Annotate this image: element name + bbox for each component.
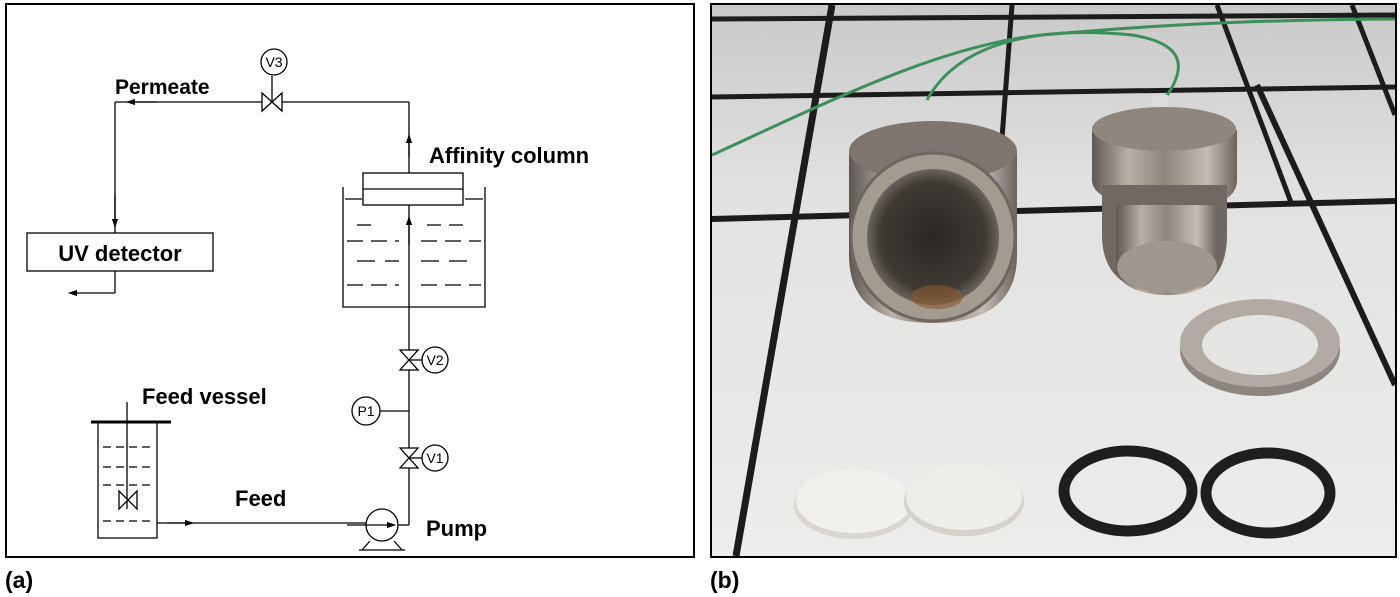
column-parts-photo bbox=[712, 5, 1395, 556]
valve-v3-icon bbox=[260, 48, 288, 113]
thermocouple-wire bbox=[925, 31, 1180, 106]
feed-vessel-label: Feed vessel bbox=[142, 384, 267, 409]
uv-detector-label: UV detector bbox=[58, 241, 182, 266]
valve-v1-icon bbox=[398, 444, 449, 472]
pressure-gauge-p1-icon bbox=[351, 396, 409, 426]
filter-disc-icon bbox=[904, 464, 1024, 536]
process-schematic: Permeate Affinity column UV detector Fee… bbox=[26, 48, 589, 551]
column-inlet-fitting-icon bbox=[1092, 95, 1237, 295]
feed-label: Feed bbox=[235, 486, 286, 511]
pressure-gauge-p1-label: P1 bbox=[357, 403, 374, 419]
valve-v2-label: V2 bbox=[426, 352, 443, 368]
schematic-panel: Permeate Affinity column UV detector Fee… bbox=[5, 3, 695, 558]
pump-icon bbox=[359, 508, 409, 551]
metal-washer-icon bbox=[1180, 299, 1340, 396]
panel-label-b: (b) bbox=[710, 567, 740, 593]
uv-detector-box bbox=[26, 232, 214, 272]
water-bath-icon bbox=[342, 187, 486, 308]
o-ring-icon bbox=[1058, 445, 1198, 537]
affinity-column-label: Affinity column bbox=[429, 143, 589, 168]
pump-label: Pump bbox=[426, 516, 487, 541]
valve-v1-label: V1 bbox=[426, 450, 443, 466]
o-ring-icon bbox=[1200, 447, 1336, 539]
feed-vessel-icon bbox=[91, 402, 171, 539]
column-housing-cap-icon bbox=[849, 121, 1017, 323]
valve-v3-label: V3 bbox=[265, 54, 282, 70]
permeate-label: Permeate bbox=[115, 76, 210, 99]
valve-v2-icon bbox=[398, 346, 449, 374]
photo-panel bbox=[710, 3, 1397, 558]
filter-disc-icon bbox=[794, 469, 914, 539]
panel-label-a: (a) bbox=[5, 567, 34, 593]
